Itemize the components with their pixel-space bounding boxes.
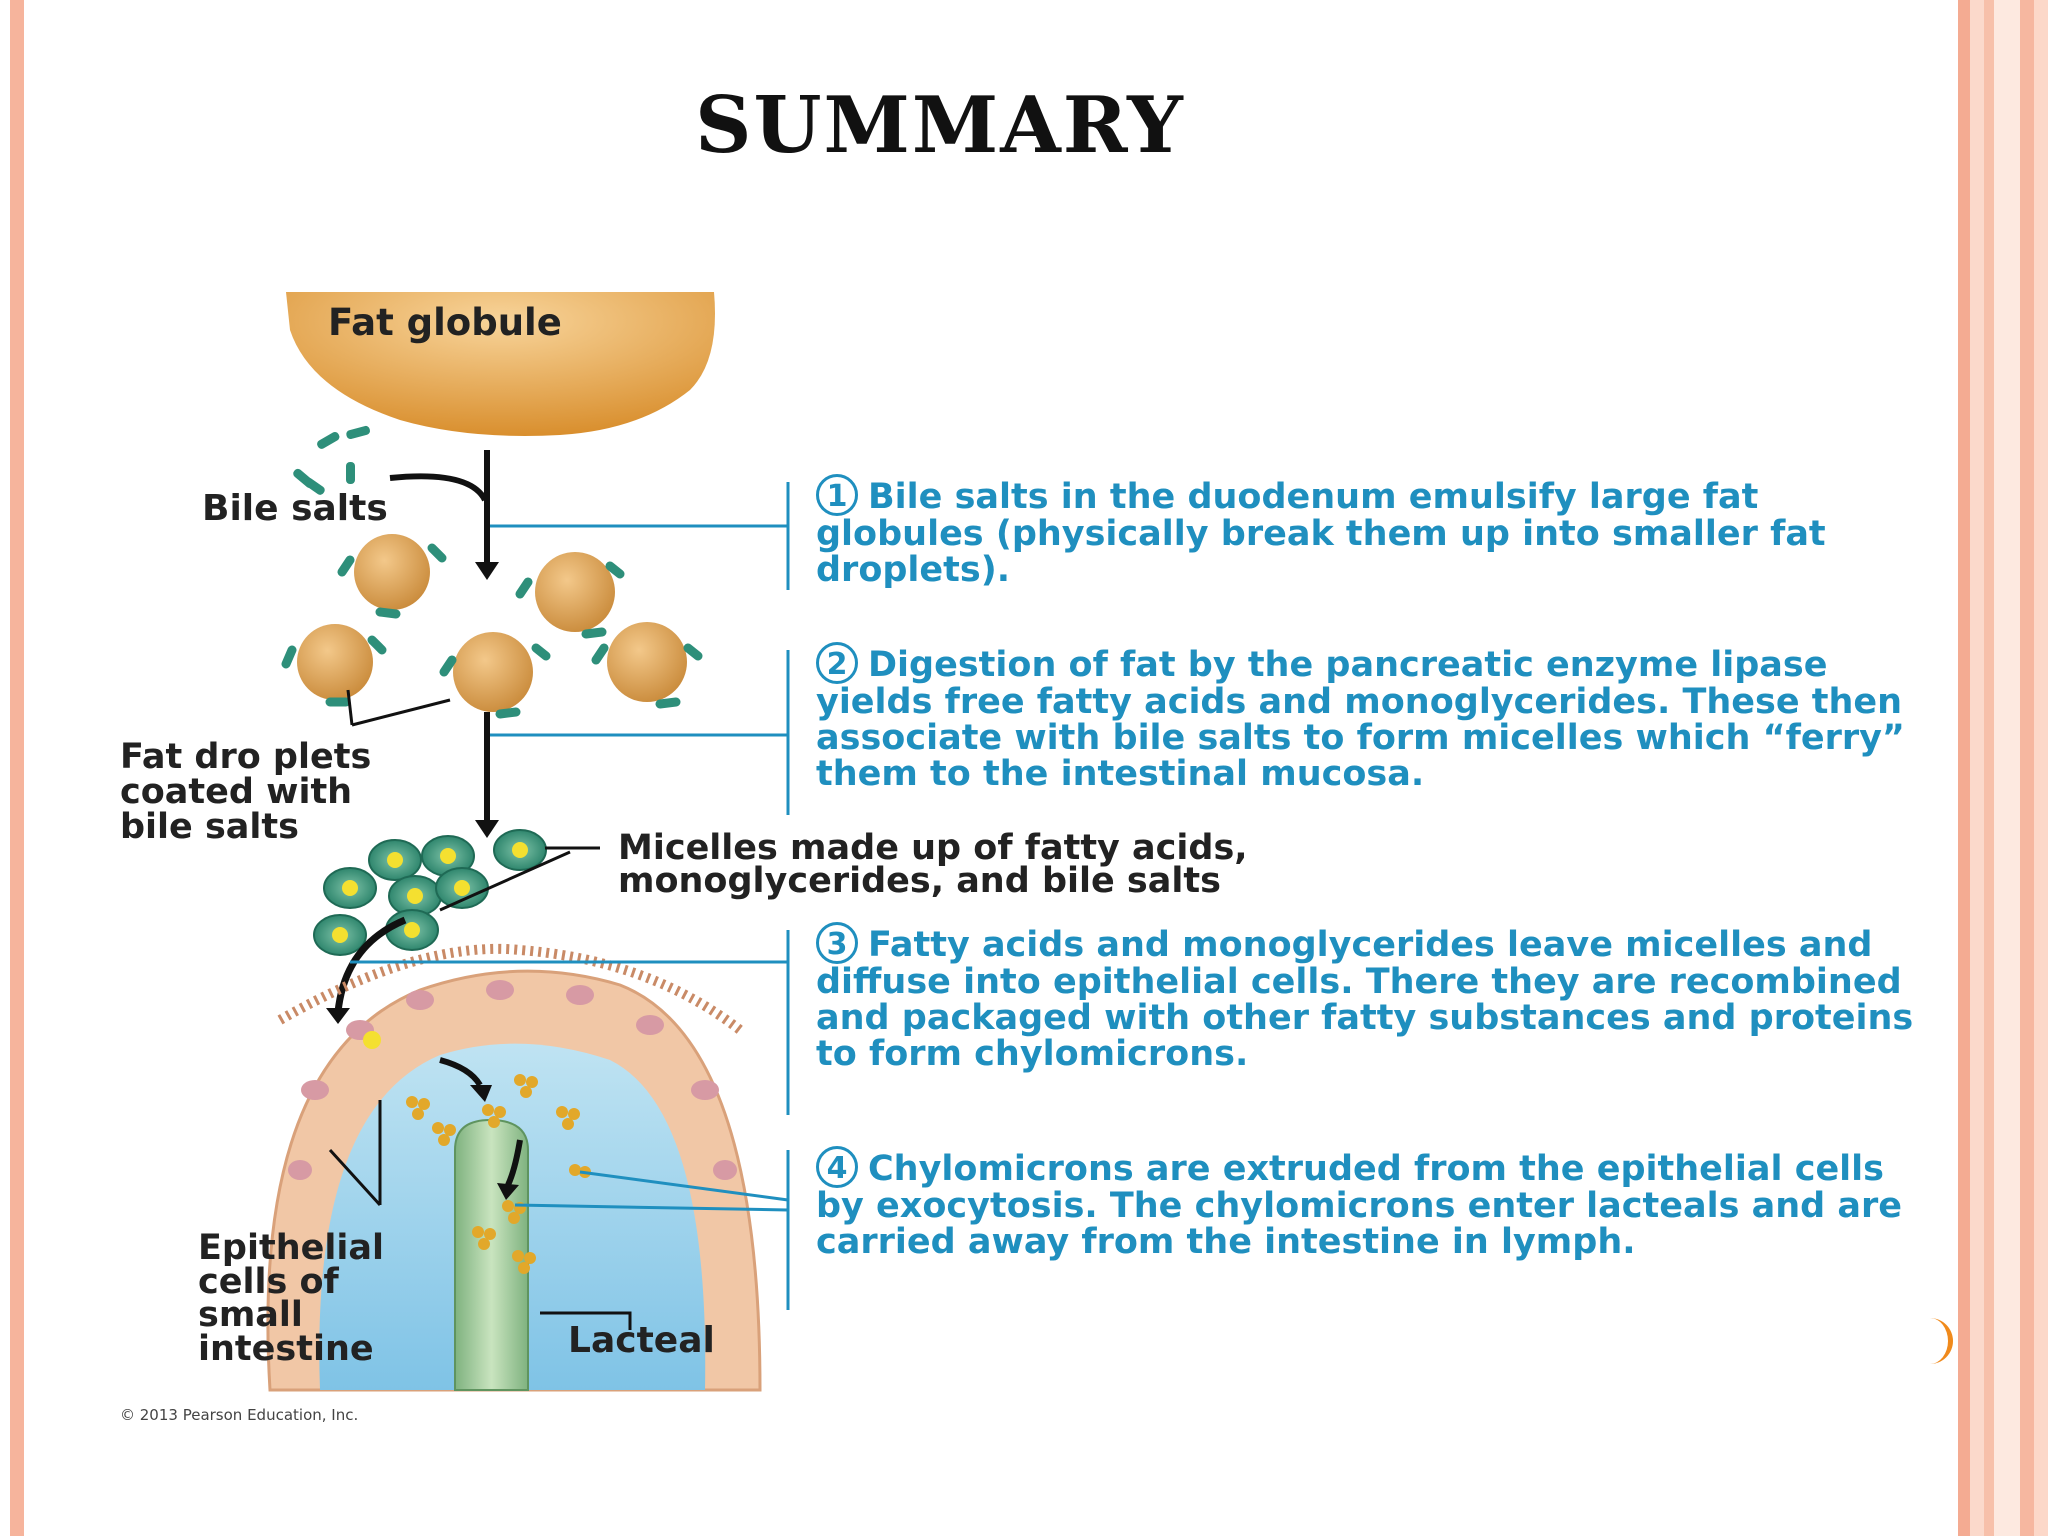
step-3-text: Fatty acids and monoglycerides leave mic…: [816, 925, 1914, 1075]
micelles: [313, 829, 547, 956]
fat-globule-label: Fat globule: [328, 301, 562, 344]
step-2-text: Digestion of fat by the pancreatic enzym…: [816, 645, 1905, 795]
slide-right-border: [1958, 0, 2048, 1536]
micelles-label: Micelles made up of fatty acids, monogly…: [618, 828, 1248, 902]
fat-droplets: [281, 534, 703, 719]
step-connectors: [350, 482, 790, 1310]
step-1-number: 1: [816, 474, 858, 516]
copyright-notice: © 2013 Pearson Education, Inc.: [120, 1406, 359, 1424]
bile-salts-label: Bile salts: [202, 488, 388, 529]
step-4-text: Chylomicrons are extruded from the epith…: [816, 1149, 1903, 1263]
flow-arrows: [389, 450, 490, 822]
epithelial-pointer-lines: [328, 1100, 382, 1207]
lacteal-pointer-line: [540, 1311, 632, 1330]
slide-edge-mark: [1930, 1318, 1953, 1364]
slide-left-border: [10, 0, 24, 1536]
micelle-pointer-lines: [439, 846, 600, 912]
epithelial-cells-label: Epithelial cells of small intestine: [198, 1228, 384, 1369]
step-4-number: 4: [816, 1146, 858, 1188]
step-1-text: Bile salts in the duodenum emulsify larg…: [816, 477, 1826, 591]
step-2-number: 2: [816, 642, 858, 684]
droplet-pointer-lines: [346, 689, 451, 727]
fat-droplets-label: Fat dro plets coated with bile salts: [120, 737, 372, 847]
step-3-number: 3: [816, 922, 858, 964]
intestinal-villus: [266, 943, 762, 1392]
bile-salt-bits: [293, 425, 370, 495]
slide-title: SUMMARY: [695, 80, 1185, 171]
lacteal-label: Lacteal: [568, 1320, 715, 1361]
fat-globule-shape: [286, 292, 715, 436]
